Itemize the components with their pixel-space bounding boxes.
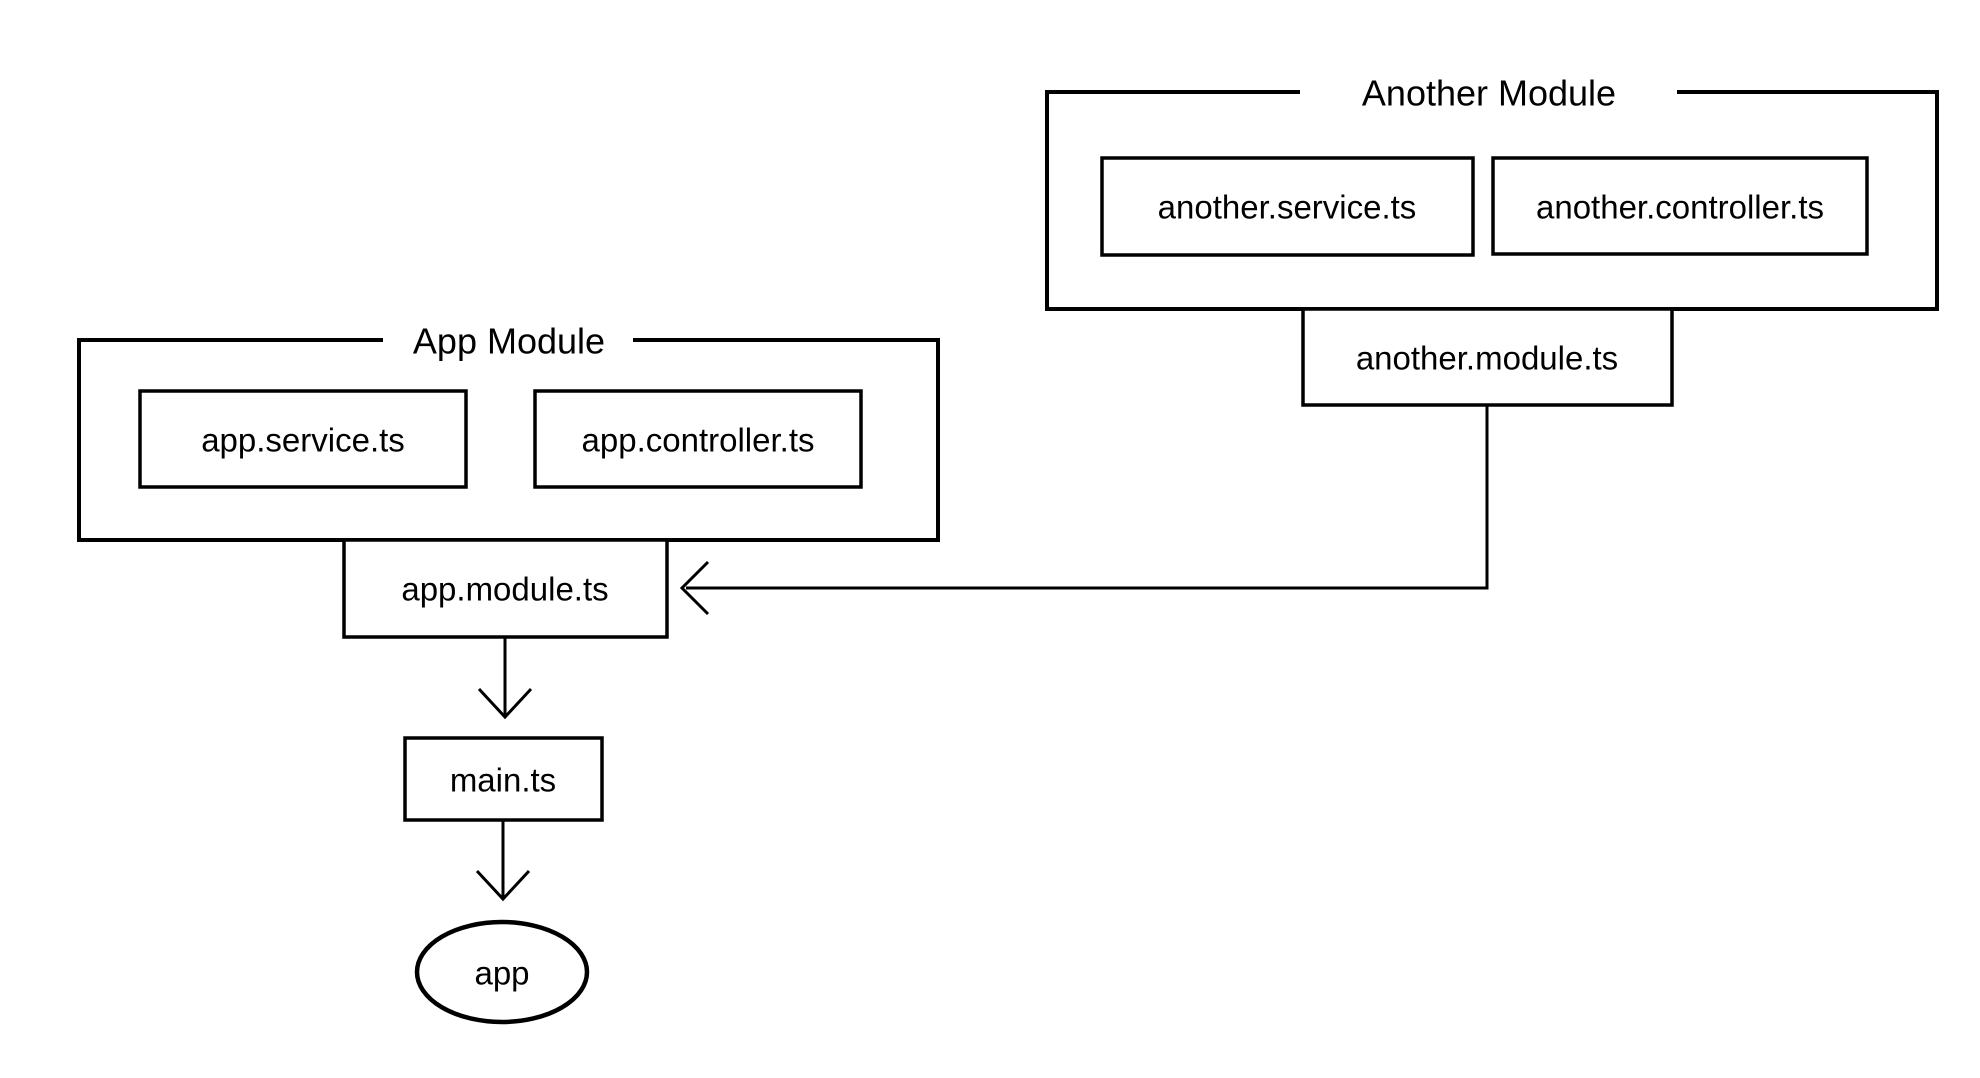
node-app: app [414, 919, 590, 1025]
node-another-service-ts: another.service.ts [1100, 156, 1475, 257]
arrowhead-down-icon [477, 687, 533, 720]
app-module-title-gap [383, 324, 633, 356]
app-controller-ts-label: app.controller.ts [582, 422, 815, 459]
edge-another-module-to-app-module [686, 405, 1489, 590]
app-ellipse [414, 919, 590, 1025]
node-another-controller-ts: another.controller.ts [1491, 156, 1869, 256]
another-module-title-gap [1300, 76, 1677, 108]
arrowhead-down-icon [475, 869, 531, 902]
app-module-ts-label: app.module.ts [401, 571, 608, 608]
app-label: app [474, 955, 529, 992]
app-controller-ts-box [533, 389, 863, 489]
another-module-ts-label: another.module.ts [1356, 340, 1618, 377]
arrowhead-left-icon [679, 560, 710, 616]
another-controller-ts-label: another.controller.ts [1536, 189, 1824, 226]
node-another-module-ts: another.module.ts [1301, 307, 1674, 407]
another-controller-ts-box [1491, 156, 1869, 256]
app-module-cluster-title: App Module [413, 321, 605, 362]
app-module-ts-box [342, 538, 669, 639]
node-main-ts: main.ts [403, 736, 604, 822]
another-service-ts-label: another.service.ts [1158, 189, 1417, 226]
another-module-cluster-title: Another Module [1362, 73, 1616, 114]
edges [475, 405, 1489, 902]
node-app-controller-ts: app.controller.ts [533, 389, 863, 489]
another-service-ts-box [1100, 156, 1475, 257]
app-service-ts-box [138, 389, 468, 489]
node-app-service-ts: app.service.ts [138, 389, 468, 489]
another-module-ts-box [1301, 307, 1674, 407]
app-service-ts-label: app.service.ts [201, 422, 405, 459]
main-ts-box [403, 736, 604, 822]
node-app-module-ts: app.module.ts [342, 538, 669, 639]
main-ts-label: main.ts [450, 762, 556, 799]
